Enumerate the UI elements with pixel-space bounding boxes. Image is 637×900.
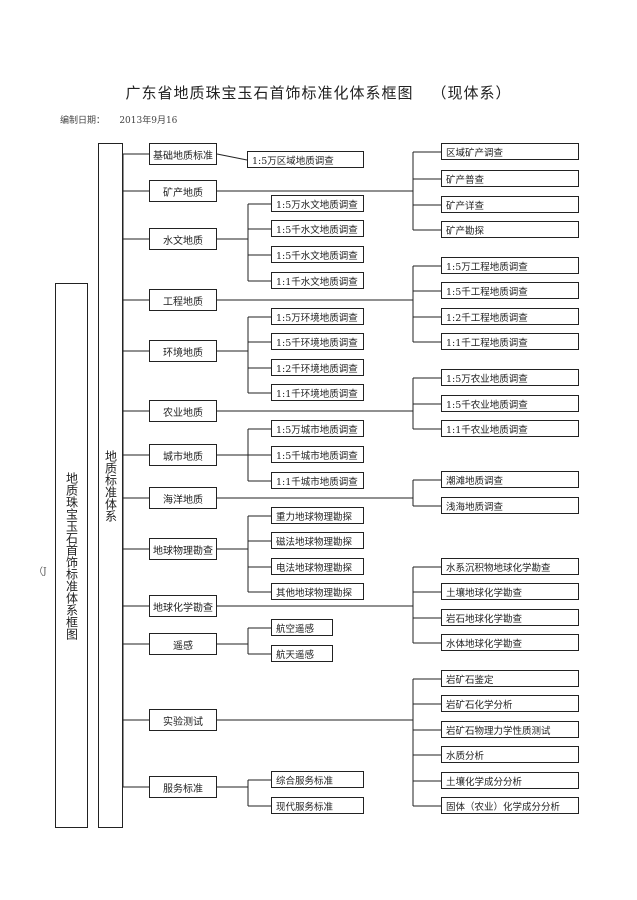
right-item: 1:1千农业地质调查 — [441, 420, 579, 437]
category-urban-geology: 城市地质 — [149, 444, 217, 466]
right-item: 浅海地质调查 — [441, 497, 579, 514]
right-item: 1:5千农业地质调查 — [441, 395, 579, 412]
level1-label: 地质标准体系 — [103, 449, 118, 522]
right-item: 岩矿石物理力学性质测试 — [441, 721, 579, 738]
right-item: 岩矿石化学分析 — [441, 695, 579, 712]
right-item: 1:5万工程地质调查 — [441, 257, 579, 274]
category-marine-geology: 海洋地质 — [149, 487, 217, 509]
category-lab-testing: 实验测试 — [149, 709, 217, 731]
category-environmental-geology: 环境地质 — [149, 340, 217, 362]
mid-item: 1:5千环境地质调查 — [271, 333, 364, 350]
connector-line — [216, 153, 248, 161]
right-item: 岩矿石鉴定 — [441, 670, 579, 687]
side-mark: （J — [34, 567, 47, 577]
mid-item: 航空遥感 — [271, 619, 333, 636]
compile-date-label: 编制日期： — [60, 116, 106, 126]
category-remote-sensing: 遥感 — [149, 633, 217, 655]
mid-item: 1:5万水文地质调查 — [271, 195, 364, 212]
category-hydrogeology: 水文地质 — [149, 228, 217, 250]
right-item: 1:5千工程地质调查 — [441, 282, 579, 299]
mid-item: 电法地球物理勘探 — [271, 558, 364, 575]
right-item: 水质分析 — [441, 746, 579, 763]
mid-item: 磁法地球物理勘探 — [271, 532, 364, 549]
category-engineering-geology: 工程地质 — [149, 289, 217, 311]
compile-date: 编制日期： 2013年9月16 — [60, 113, 177, 126]
mid-item: 综合服务标准 — [271, 771, 364, 788]
mid-item: 现代服务标准 — [271, 797, 364, 814]
right-item: 1:1千工程地质调查 — [441, 333, 579, 350]
category-agricultural-geology: 农业地质 — [149, 400, 217, 422]
right-item: 矿产普查 — [441, 170, 579, 187]
mid-item: 1:5万环境地质调查 — [271, 308, 364, 325]
level1-box: 地质标准体系 — [98, 143, 123, 828]
category-geochemical-exploration: 地球化学勘查 — [149, 595, 217, 617]
right-item: 区域矿产调查 — [441, 143, 579, 160]
mid-item: 1:1千环境地质调查 — [271, 384, 364, 401]
right-item: 潮滩地质调查 — [441, 471, 579, 488]
category-basic-geology: 基础地质标准 — [149, 143, 217, 165]
mid-item: 1:5千水文地质调查 — [271, 220, 364, 237]
root-box: 地质珠宝玉石首饰标准体系框图 — [55, 283, 88, 828]
mid-item: 航天遥感 — [271, 645, 333, 662]
right-item: 水系沉积物地球化学勘查 — [441, 558, 579, 575]
mid-item: 1:1千水文地质调查 — [271, 272, 364, 289]
right-item: 矿产详查 — [441, 196, 579, 213]
page-title: 广东省地质珠宝玉石首饰标准化体系框图（现体系） — [125, 84, 512, 102]
mid-item: 其他地球物理勘探 — [271, 583, 364, 600]
right-item: 岩石地球化学勘查 — [441, 609, 579, 626]
mid-item: 1:2千环境地质调查 — [271, 359, 364, 376]
right-item: 水体地球化学勘查 — [441, 634, 579, 651]
root-label: 地质珠宝玉石首饰标准体系框图 — [64, 471, 79, 640]
mid-item: 1:5千城市地质调查 — [271, 446, 364, 463]
right-item: 土壤地球化学勘查 — [441, 583, 579, 600]
right-item: 矿产勘探 — [441, 221, 579, 238]
category-geophysical-exploration: 地球物理勘查 — [149, 538, 217, 560]
compile-date-value: 2013年9月16 — [119, 116, 178, 126]
mid-item: 1:5千水文地质调查 — [271, 246, 364, 263]
mid-item: 1:1千城市地质调查 — [271, 472, 364, 489]
right-item: 土壤化学成分分析 — [441, 772, 579, 789]
category-mineral-geology: 矿产地质 — [149, 180, 217, 202]
right-item: 固体（农业）化学成分分析 — [441, 797, 579, 814]
mid-item: 1:5万城市地质调查 — [271, 420, 364, 437]
category-service-standards: 服务标准 — [149, 776, 217, 798]
page-subtitle: （现体系） — [431, 84, 512, 102]
mid-item: 重力地球物理勘探 — [271, 507, 364, 524]
right-item: 1:2千工程地质调查 — [441, 308, 579, 325]
mid-item: 1:5万区域地质调查 — [247, 151, 364, 168]
right-item: 1:5万农业地质调查 — [441, 369, 579, 386]
